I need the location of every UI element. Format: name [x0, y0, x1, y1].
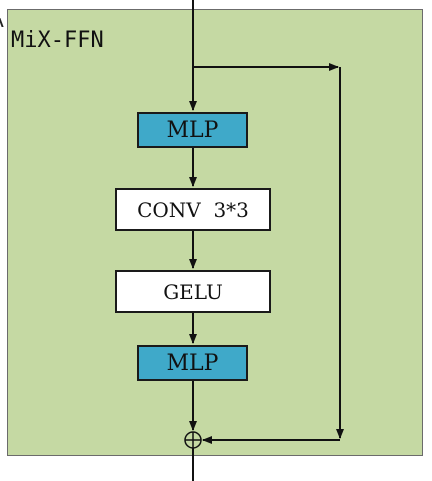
panel-title: MiX-FFN: [11, 28, 104, 53]
conv-block: CONV 3*3: [115, 188, 271, 231]
gelu-block: GELU: [115, 270, 271, 313]
mix-ffn-panel: [7, 9, 423, 456]
mlp-block-top: MLP: [137, 112, 248, 148]
sum-node-icon: [184, 431, 202, 449]
mlp-block-bottom: MLP: [137, 345, 248, 381]
